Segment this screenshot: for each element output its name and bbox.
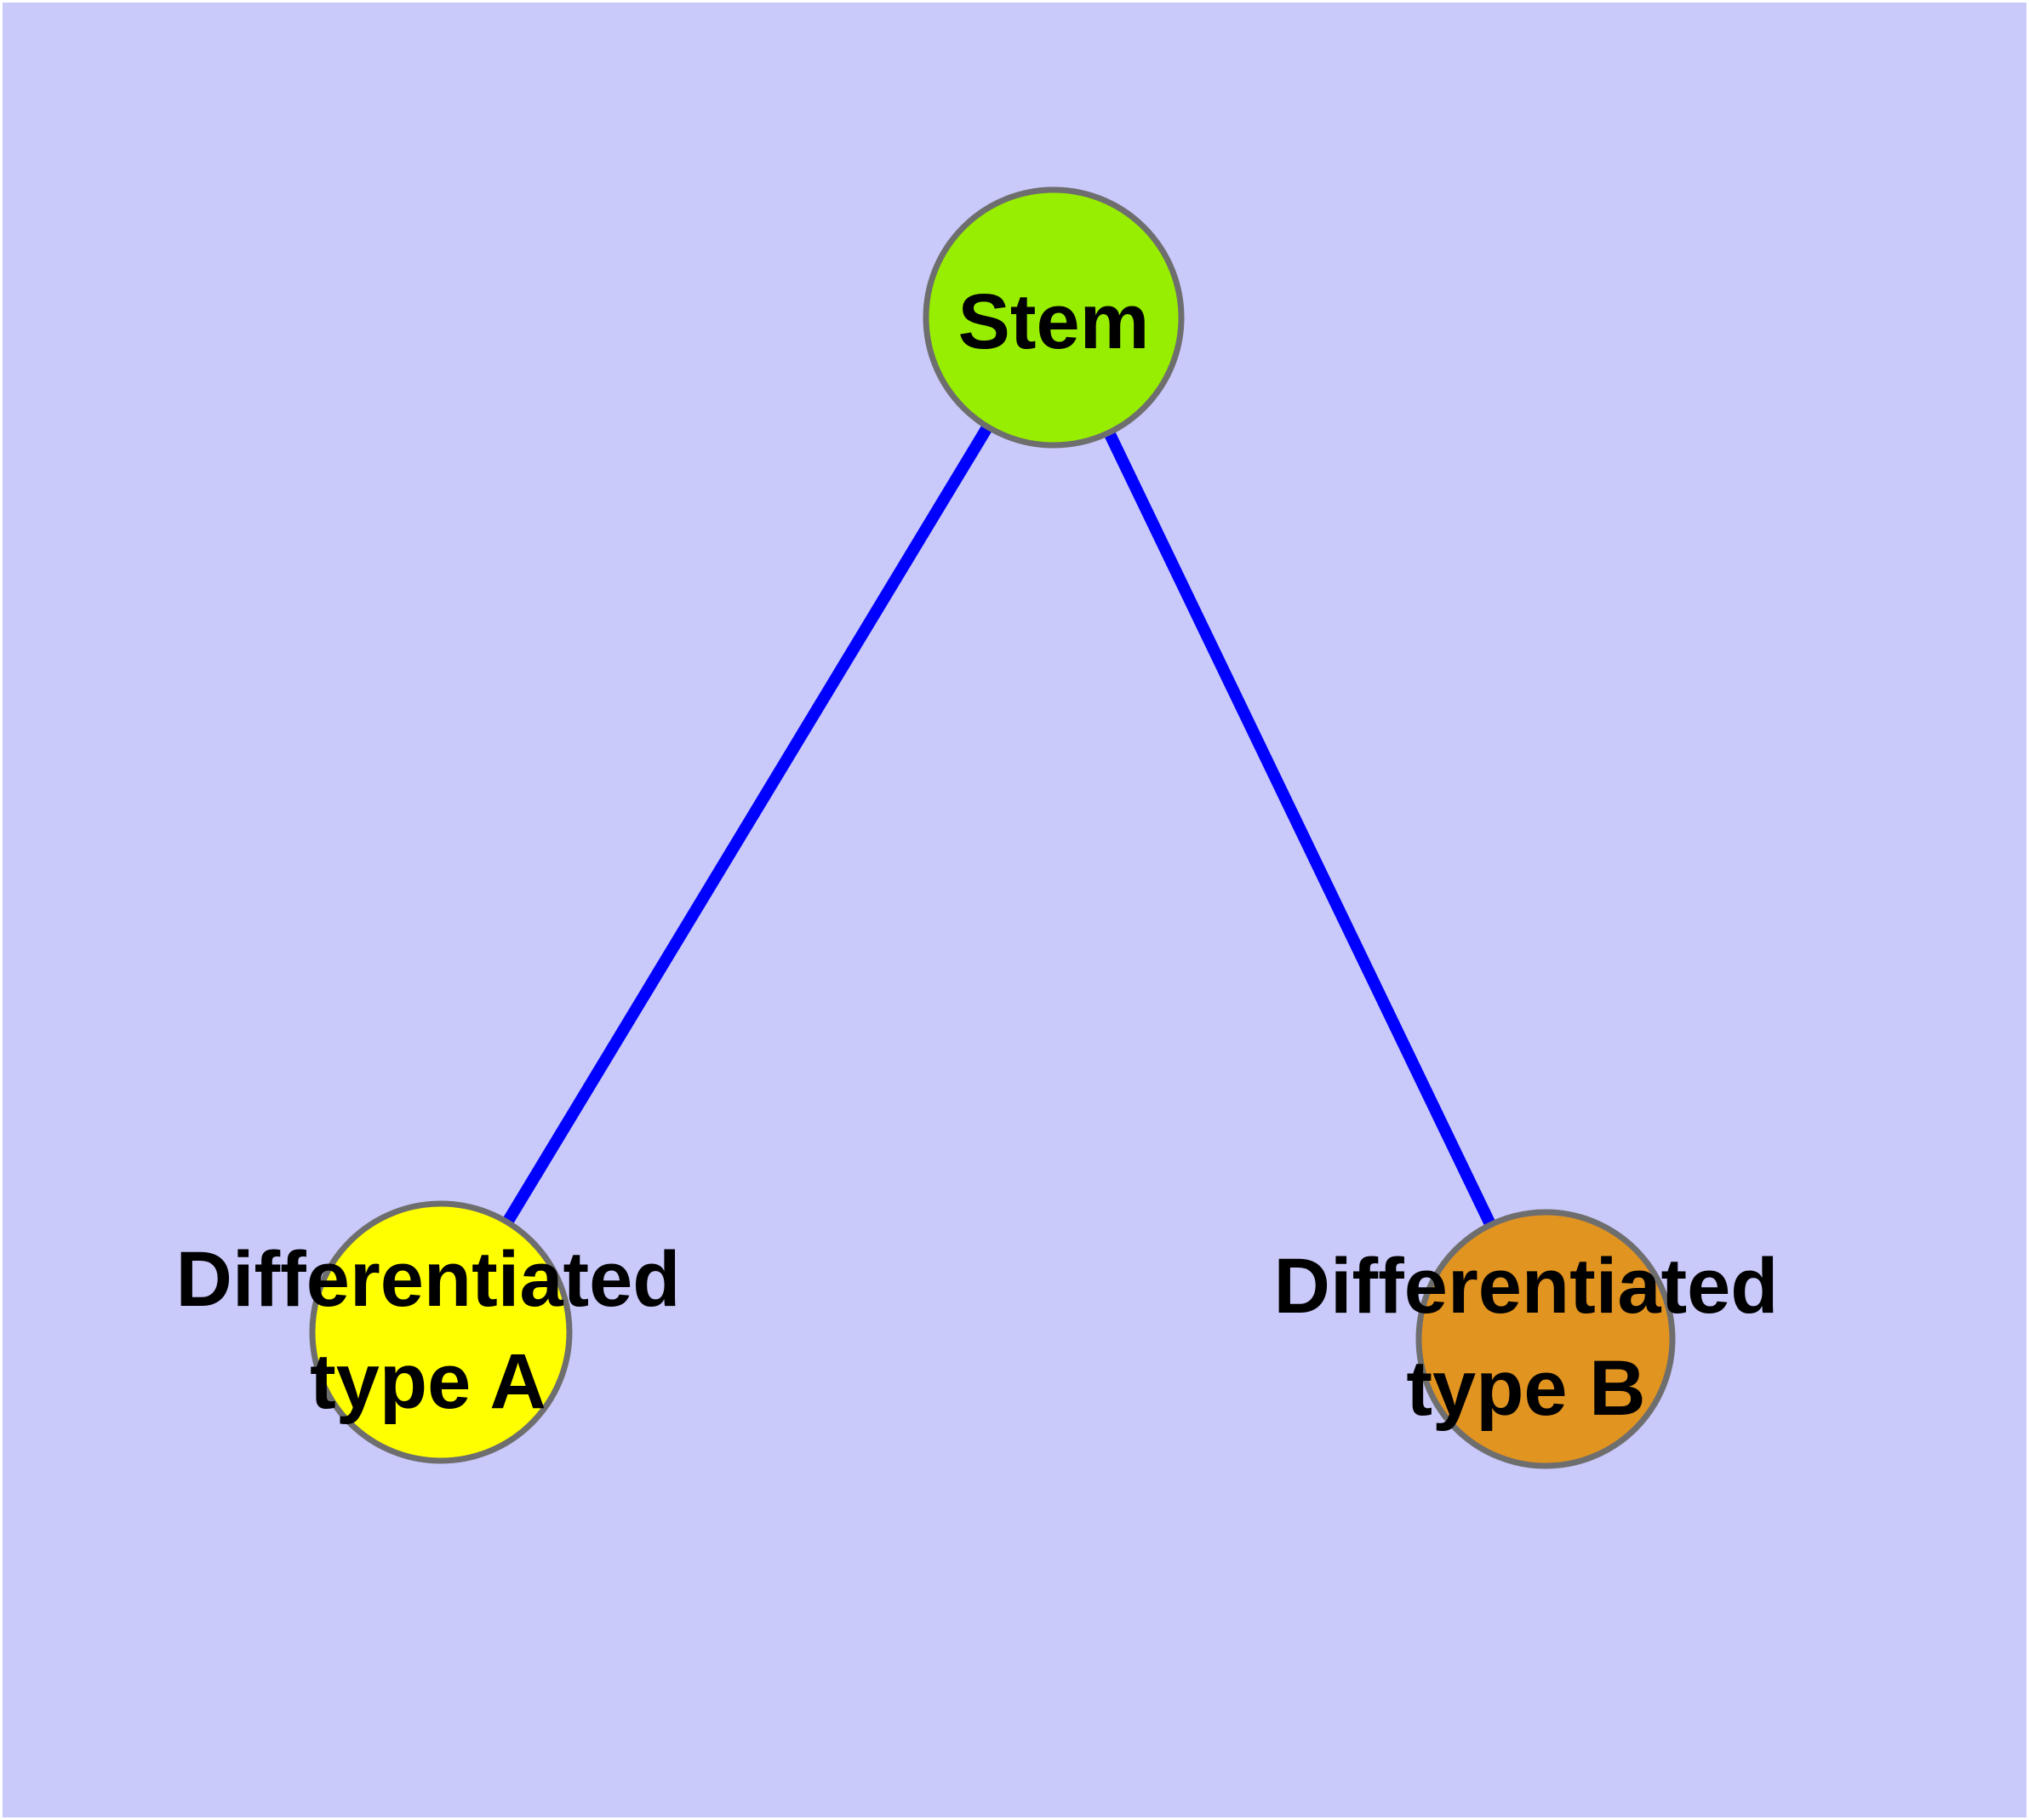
edge-stem-to-type-b <box>1048 314 1552 1342</box>
node-stem-circle <box>923 186 1185 449</box>
edge-stem-to-type-a <box>436 314 1059 1336</box>
diagram-canvas: Stem Differentiated type A Differentiate… <box>3 3 2026 1817</box>
node-type-a-label-line1: Differentiated <box>176 1236 681 1323</box>
node-type-a-circle <box>309 1200 573 1464</box>
graph-svg: Stem Differentiated type A Differentiate… <box>176 186 1779 1469</box>
node-type-b-label-line1: Differentiated <box>1274 1243 1779 1330</box>
node-type-b-circle <box>1415 1209 1676 1469</box>
node-type-a-label-line2: type A <box>310 1338 546 1425</box>
node-type-b-label-line2: type B <box>1406 1345 1645 1432</box>
node-stem-label: Stem <box>958 278 1150 365</box>
